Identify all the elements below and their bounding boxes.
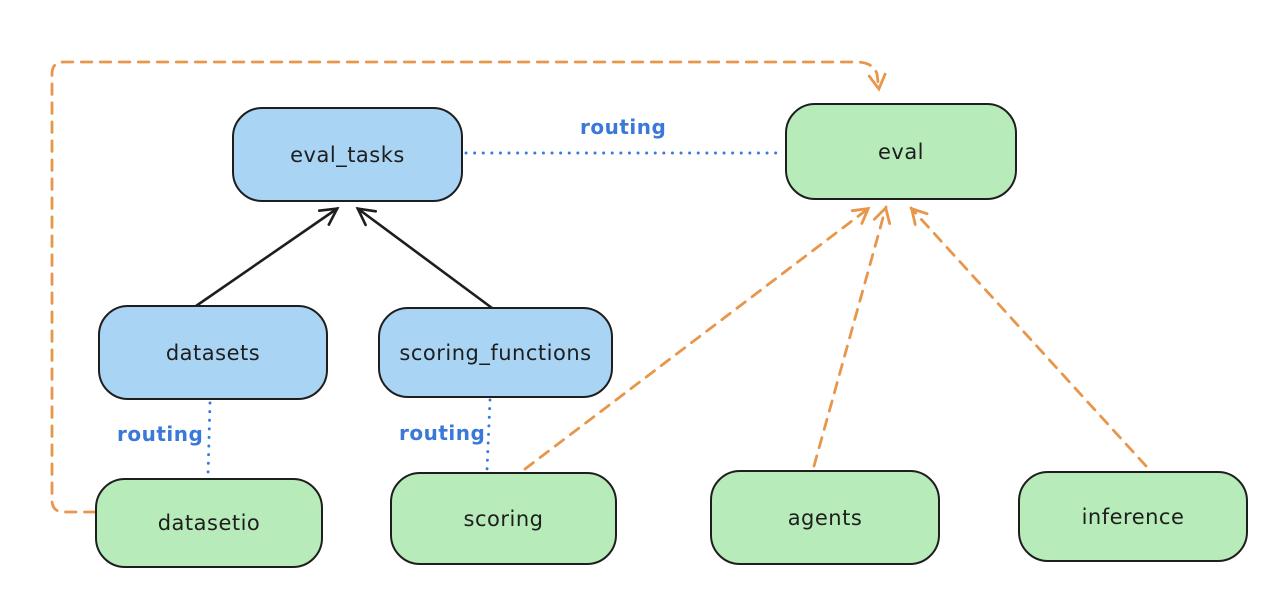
node-datasets: datasets: [98, 305, 328, 400]
node-eval-tasks-label: eval_tasks: [290, 142, 405, 167]
node-inference: inference: [1018, 471, 1248, 562]
node-agents-label: agents: [787, 505, 863, 530]
node-scoring: scoring: [390, 472, 617, 565]
edge-label-routing-eval-tasks-eval: routing: [580, 115, 667, 139]
node-eval-tasks: eval_tasks: [232, 107, 463, 202]
edge-label-routing-datasets-datasetio: routing: [117, 422, 204, 446]
node-eval: eval: [785, 103, 1017, 200]
node-datasetio-label: datasetio: [157, 511, 261, 535]
edge-scoring-functions-to-scoring-dotted: [485, 398, 492, 472]
node-scoring-functions-label: scoring_functions: [399, 340, 592, 365]
node-datasets-label: datasets: [165, 340, 261, 365]
node-eval-label: eval: [877, 139, 925, 164]
node-datasetio: datasetio: [95, 478, 323, 568]
node-scoring-functions: scoring_functions: [378, 307, 613, 398]
node-agents: agents: [710, 470, 940, 565]
edge-label-routing-scoring-functions-scoring: routing: [399, 421, 486, 445]
edge-agents-to-eval-dashed: [812, 205, 892, 468]
node-inference-label: inference: [1081, 504, 1185, 529]
edge-datasets-to-datasetio-dotted: [206, 401, 212, 478]
edge-inference-to-eval-dashed: [909, 206, 1148, 468]
edge-scoring-to-eval-dashed: [523, 206, 871, 471]
edge-datasetio-to-eval-dashed: [50, 60, 887, 514]
edge-scoring-functions-to-eval-tasks: [355, 206, 493, 310]
node-scoring-label: scoring: [463, 506, 544, 531]
edge-datasets-to-eval-tasks: [195, 206, 340, 308]
